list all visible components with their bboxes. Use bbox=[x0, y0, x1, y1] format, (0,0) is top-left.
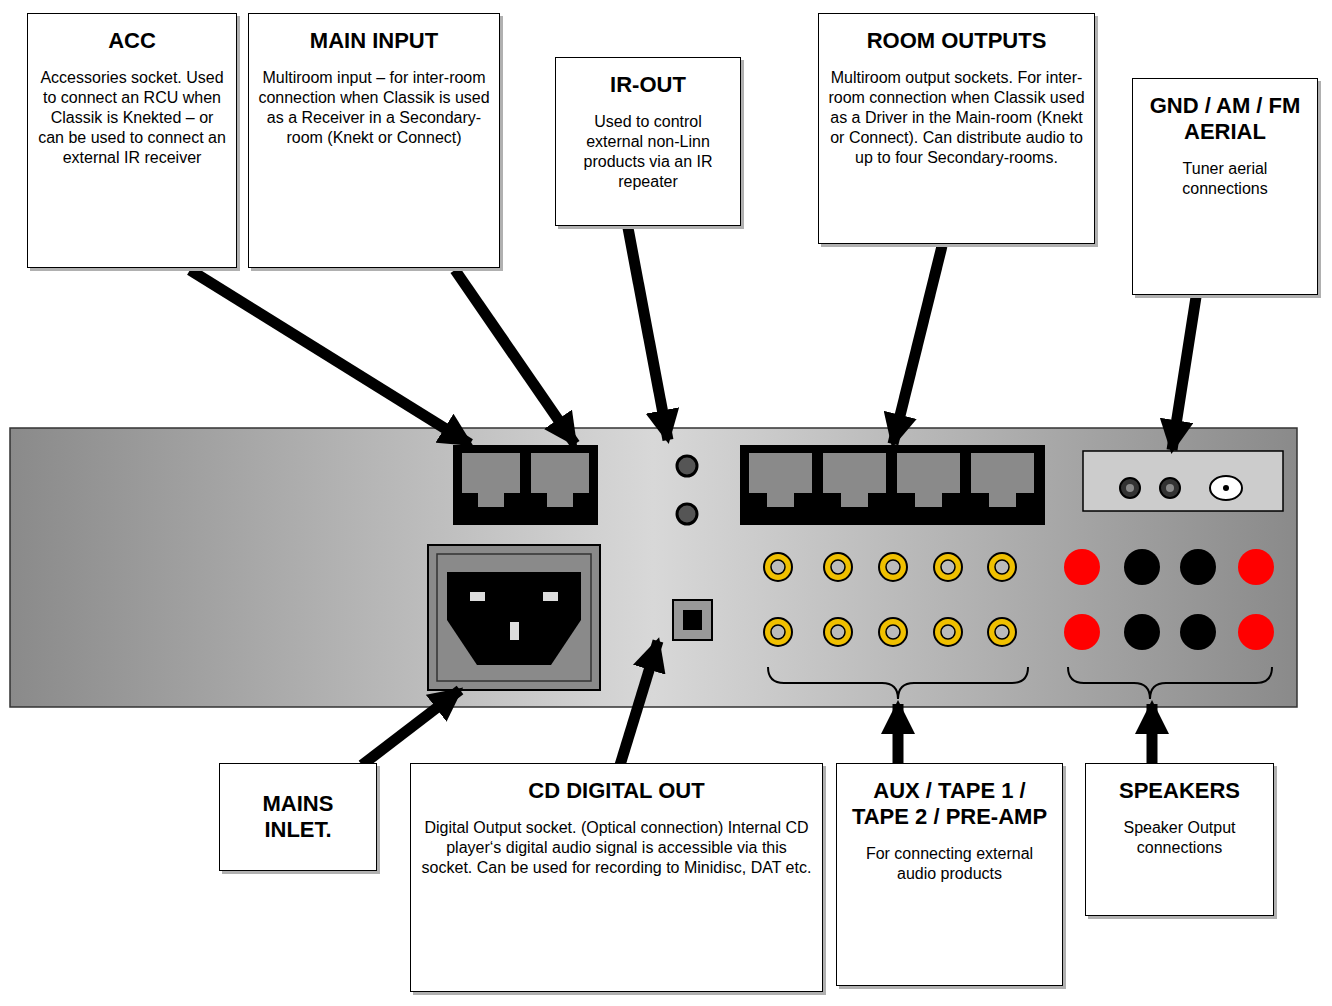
callout-heading: MAINS INLET. bbox=[228, 791, 368, 843]
callout-box: CD DIGITAL OUT Digital Output socket. (Op… bbox=[410, 763, 823, 992]
rca-centres bbox=[771, 560, 1009, 639]
callout-box: MAIN INPUT Multiroom input – for inter-ro… bbox=[248, 13, 500, 268]
optical-socket bbox=[673, 600, 712, 640]
ir-out-jacks bbox=[677, 456, 697, 524]
callout-box: SPEAKERS Speaker Output connections bbox=[1085, 763, 1274, 916]
callout-description: Multiroom input – for inter-room connect… bbox=[257, 68, 491, 148]
callout-description: Used to control external non-Linn produc… bbox=[564, 112, 732, 192]
leader-arrows bbox=[190, 228, 1196, 765]
callout-description: Speaker Output connections bbox=[1094, 818, 1265, 858]
callout-description: For connecting external audio products bbox=[845, 844, 1054, 884]
callout-heading: SPEAKERS bbox=[1094, 778, 1265, 804]
callout-heading: CD DIGITAL OUT bbox=[419, 778, 814, 804]
callout-description: Accessories socket. Used to connect an R… bbox=[36, 68, 228, 168]
callout-heading: ROOM OUTPUTS bbox=[827, 28, 1086, 54]
callout-heading: ACC bbox=[36, 28, 228, 54]
rj45-sockets-right bbox=[740, 445, 1045, 525]
group-braces bbox=[768, 667, 1272, 699]
callout-box: ROOM OUTPUTS Multiroom output sockets. Fo… bbox=[818, 13, 1095, 244]
callout-box: GND / AM / FM AERIAL Tuner aerial connect… bbox=[1132, 78, 1318, 295]
callout-box: AUX / TAPE 1 / TAPE 2 / PRE-AMP For conne… bbox=[836, 763, 1063, 986]
callout-heading: AUX / TAPE 1 / TAPE 2 / PRE-AMP bbox=[845, 778, 1054, 830]
callout-box: MAINS INLET. bbox=[219, 763, 377, 871]
mains-inlet-socket bbox=[428, 545, 600, 690]
aerial-sockets bbox=[1083, 451, 1283, 511]
callout-heading: GND / AM / FM AERIAL bbox=[1141, 93, 1309, 145]
callout-heading: IR-OUT bbox=[564, 72, 732, 98]
callout-description: Digital Output socket. (Optical connecti… bbox=[419, 818, 814, 878]
callout-heading: MAIN INPUT bbox=[257, 28, 491, 54]
callout-box: IR-OUT Used to control external non-Linn … bbox=[555, 57, 741, 226]
rca-sockets bbox=[764, 553, 1016, 646]
callout-description: Tuner aerial connections bbox=[1141, 159, 1309, 199]
callout-description: Multiroom output sockets. For inter-room… bbox=[827, 68, 1086, 168]
speaker-terminals bbox=[1064, 549, 1274, 650]
rj45-sockets-left bbox=[453, 445, 598, 525]
callout-box: ACC Accessories socket. Used to connect a… bbox=[27, 13, 237, 268]
